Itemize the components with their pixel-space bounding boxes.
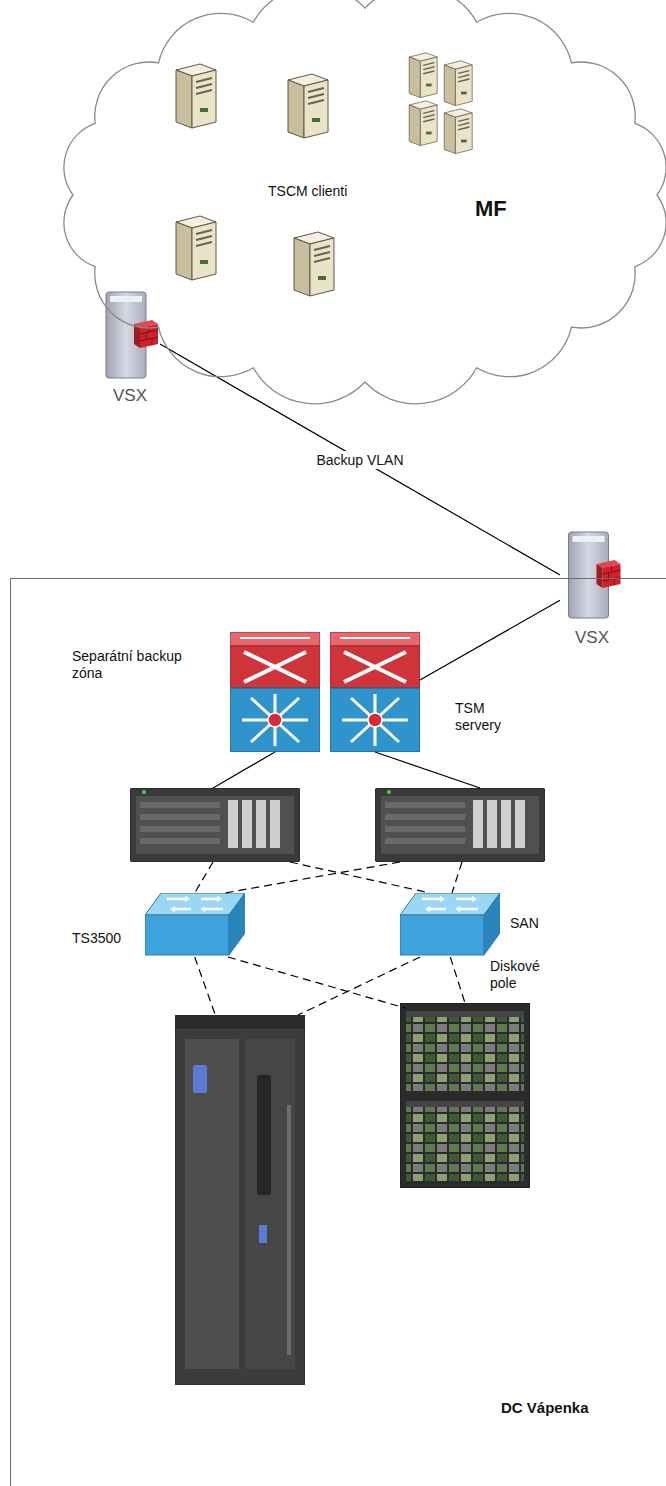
tape-library: TS3500 [175,1015,305,1385]
san-switch-icon [145,893,245,955]
firewall-icon [569,532,621,618]
node-label: TSM servery [455,700,525,734]
cloud-region: TSCM clientiMF [55,0,666,400]
client-server [294,232,334,296]
server-icon [375,788,545,862]
cloud-shape [64,0,666,404]
client-server [444,61,472,106]
cloud-outline [55,0,666,400]
datacenter-frame: DC Vápenka Separátní backup zónaTSM serve… [10,578,666,1486]
disk-array-icon [400,1003,530,1188]
client-server [409,53,437,98]
server-pair: TSM servery [130,788,545,862]
firewall-icon [106,292,158,378]
node-label: MF [475,196,507,222]
disk-array: Diskové pole [400,1003,530,1188]
fc-wire [298,957,420,1015]
tape-library-icon [175,1015,305,1385]
firewall-node: VSX [560,530,625,620]
connector-label: Backup VLAN [312,451,407,469]
san-switch-icon [400,893,500,955]
node-label: TSCM clienti [268,183,347,200]
node-label: TS3500 [72,930,121,947]
fc-wire [228,957,405,1008]
connector [160,344,560,575]
node-label: SAN [510,915,539,932]
client-server [176,216,216,280]
connector [195,957,216,1015]
node-label: VSX [542,628,642,648]
network-wire [375,752,480,788]
fc-wire [452,862,462,893]
node-label: Separátní backup zóna [72,648,197,682]
client-server [409,101,437,146]
switch-icon [330,632,420,752]
fc-wire [290,862,430,893]
connector [420,600,560,680]
san-switches: SAN [145,893,500,957]
connector [213,752,275,788]
client-server [288,74,328,138]
connector [450,957,465,1003]
connector [195,862,213,893]
fc-wire [225,862,400,893]
server-icon [130,788,300,862]
client-server [444,109,472,154]
firewall-node: VSX [100,290,160,380]
switch-icon [230,632,320,752]
node-label: VSX [80,386,180,406]
node-label: DC Vápenka [501,1399,589,1417]
client-server [176,64,216,128]
switch-pair: Separátní backup zóna [230,632,420,752]
node-label: Diskové pole [490,958,560,992]
